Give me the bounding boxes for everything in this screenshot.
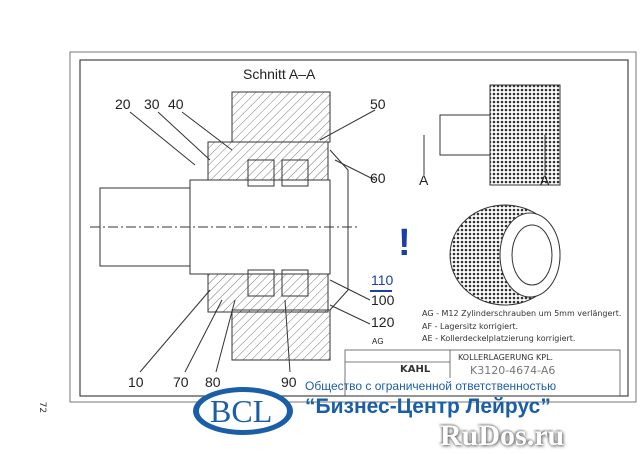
- drawing-number: K3120-4674-A6: [470, 364, 556, 377]
- section-title: Schnitt A–A: [243, 66, 316, 82]
- side-view: [423, 84, 561, 306]
- callout-90: 90: [281, 374, 297, 390]
- callout-40: 40: [168, 96, 184, 112]
- callout-110: 110: [371, 272, 394, 288]
- callout-70: 70: [173, 374, 189, 390]
- callout-ag: AG: [372, 337, 384, 346]
- title-block-title: KOLLERLAGERUNG KPL.: [458, 353, 554, 362]
- section-view: [90, 91, 376, 373]
- note-ae: AE - Kollerdeckelplatzierung korrigiert.: [422, 334, 576, 343]
- note-af: AF - Lagersitz korrigiert.: [422, 322, 519, 331]
- callout-30: 30: [144, 96, 160, 112]
- callout-10: 10: [128, 374, 144, 390]
- company-kahl: KAHL: [400, 364, 431, 375]
- company-line-1: Общество с ограниченной ответственностью: [305, 379, 557, 393]
- outer-frame: [69, 51, 637, 403]
- callout-20: 20: [115, 96, 131, 112]
- bcl-logo-text: BCL: [210, 393, 273, 429]
- view-label-left: A: [419, 172, 429, 188]
- page-number: 72: [37, 401, 48, 414]
- callout-60: 60: [370, 170, 386, 186]
- callout-100: 100: [371, 292, 395, 308]
- watermark: RuDos.ru: [440, 419, 565, 452]
- company-line-2: “Бизнес-Центр Лейрус”: [305, 395, 551, 418]
- callout-120: 120: [371, 314, 395, 330]
- view-label-right: A: [540, 172, 550, 188]
- annotation-exclamation: !: [398, 222, 411, 264]
- note-ag: AG - M12 Zylinderschrauben um 5mm verlän…: [422, 309, 622, 318]
- callout-80: 80: [205, 374, 221, 390]
- callout-50: 50: [370, 96, 386, 112]
- title-block: [344, 349, 621, 397]
